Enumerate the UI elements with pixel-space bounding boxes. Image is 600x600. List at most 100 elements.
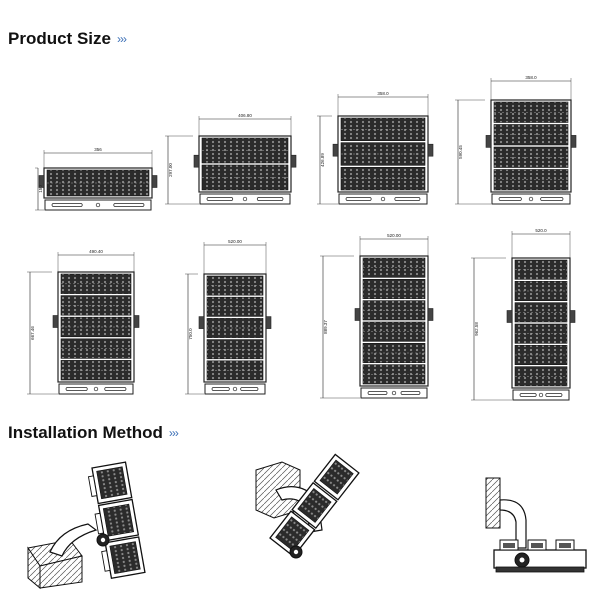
side-bracket-right bbox=[290, 154, 297, 168]
base-slot bbox=[540, 197, 564, 201]
height-label: 590.45 bbox=[458, 145, 463, 159]
heat-sink-fins bbox=[503, 543, 515, 548]
product-size-drawings: 356 150 406.80 297.00 358.0 426.89 358.0 590.45… bbox=[27, 75, 577, 401]
side-bracket-right bbox=[265, 316, 272, 329]
product-size-heading: Product Size ››› bbox=[8, 29, 127, 49]
chevron-right-icon: ››› bbox=[116, 32, 127, 46]
led-panel bbox=[297, 488, 332, 523]
heat-sink-fins bbox=[531, 543, 543, 548]
product-drawing: 520.00 889.37 bbox=[320, 233, 434, 399]
side-bracket-left bbox=[193, 154, 200, 168]
base-slot bbox=[498, 197, 522, 201]
width-label: 358.0 bbox=[377, 91, 389, 96]
base-plate bbox=[338, 193, 428, 205]
base-hole bbox=[538, 392, 544, 398]
side-bracket-left bbox=[485, 135, 492, 148]
chevron-right-icon: ››› bbox=[168, 426, 179, 440]
fixture-housing bbox=[493, 549, 587, 569]
base-slot bbox=[104, 387, 127, 391]
base-slot bbox=[113, 203, 145, 207]
bracket-arm bbox=[49, 523, 98, 557]
base-hole bbox=[528, 196, 534, 202]
side-bracket-left bbox=[198, 316, 205, 329]
product-drawing: 356 150 bbox=[35, 147, 158, 211]
height-label: 426.89 bbox=[320, 153, 325, 167]
product-size-title: Product Size bbox=[8, 29, 111, 48]
width-label: 358.0 bbox=[525, 75, 537, 80]
base-plate bbox=[360, 387, 428, 399]
product-drawing: 520.00 750.0 bbox=[185, 239, 272, 395]
height-label: 297.00 bbox=[168, 163, 173, 177]
pivot-center bbox=[519, 557, 525, 563]
fixture-perspective bbox=[87, 461, 146, 580]
installation-drawings bbox=[27, 453, 587, 590]
side-bracket-right bbox=[569, 310, 576, 323]
installation-method-title: Installation Method bbox=[8, 423, 163, 442]
base-plate bbox=[491, 193, 571, 205]
led-panel bbox=[46, 169, 150, 197]
base-slot bbox=[519, 393, 537, 397]
base-slot bbox=[367, 391, 388, 395]
side-bracket-right bbox=[151, 175, 158, 188]
base-slot bbox=[545, 393, 563, 397]
product-drawing: 358.0 590.45 bbox=[455, 75, 577, 205]
base-plate bbox=[204, 383, 266, 395]
base-hole bbox=[391, 390, 397, 396]
base-plate bbox=[512, 389, 570, 401]
height-label: 750.0 bbox=[188, 328, 193, 340]
pivot-center bbox=[293, 549, 299, 555]
fixture-perspective bbox=[269, 453, 360, 558]
base-slot bbox=[394, 197, 421, 201]
width-label: 490.40 bbox=[89, 249, 103, 254]
led-panel bbox=[109, 541, 141, 575]
base-slot bbox=[345, 197, 372, 201]
heat-sink-fins bbox=[559, 543, 571, 548]
base-slot bbox=[256, 197, 284, 201]
led-panel bbox=[60, 295, 132, 316]
base-slot bbox=[211, 387, 230, 391]
product-drawing: 406.80 297.00 bbox=[165, 113, 297, 205]
led-panel bbox=[60, 316, 132, 338]
led-panel bbox=[60, 338, 132, 359]
width-label: 520.0 bbox=[535, 228, 547, 233]
width-label: 520.00 bbox=[387, 233, 401, 238]
base-hole bbox=[380, 196, 386, 202]
led-panel bbox=[96, 466, 128, 500]
led-panel bbox=[201, 164, 289, 191]
fixture-body bbox=[511, 257, 571, 389]
height-label: 889.37 bbox=[323, 320, 328, 334]
mount-wall-side-icon bbox=[27, 461, 146, 590]
led-panel bbox=[201, 137, 289, 164]
base-hole bbox=[232, 386, 238, 392]
base-hole bbox=[242, 196, 248, 202]
base-hole bbox=[95, 202, 101, 208]
base-hole bbox=[93, 386, 99, 392]
width-label: 406.80 bbox=[238, 113, 252, 118]
base-slot bbox=[206, 197, 234, 201]
base-slot bbox=[51, 203, 83, 207]
side-bracket-right bbox=[427, 308, 434, 321]
mount-floor-icon bbox=[485, 477, 587, 573]
side-bracket-right bbox=[427, 143, 434, 157]
led-panel bbox=[60, 360, 132, 381]
height-label: 150 bbox=[38, 185, 43, 193]
led-panel bbox=[60, 273, 132, 294]
side-bracket-left bbox=[38, 175, 45, 188]
module-side bbox=[94, 512, 104, 535]
led-face bbox=[495, 566, 585, 573]
led-panel bbox=[319, 459, 354, 495]
fixture-body bbox=[359, 255, 429, 387]
module-side bbox=[101, 550, 111, 572]
mounting-wall bbox=[485, 477, 501, 529]
module-side bbox=[87, 475, 98, 497]
mount-wall-top-icon bbox=[255, 453, 360, 559]
width-label: 356 bbox=[94, 147, 102, 152]
width-label: 520.00 bbox=[228, 239, 242, 244]
installation-method-heading: Installation Method ››› bbox=[8, 423, 179, 443]
base-plate bbox=[44, 199, 152, 211]
mounting-surface-front bbox=[39, 555, 83, 589]
base-plate bbox=[58, 383, 134, 395]
side-bracket-left bbox=[332, 143, 339, 157]
